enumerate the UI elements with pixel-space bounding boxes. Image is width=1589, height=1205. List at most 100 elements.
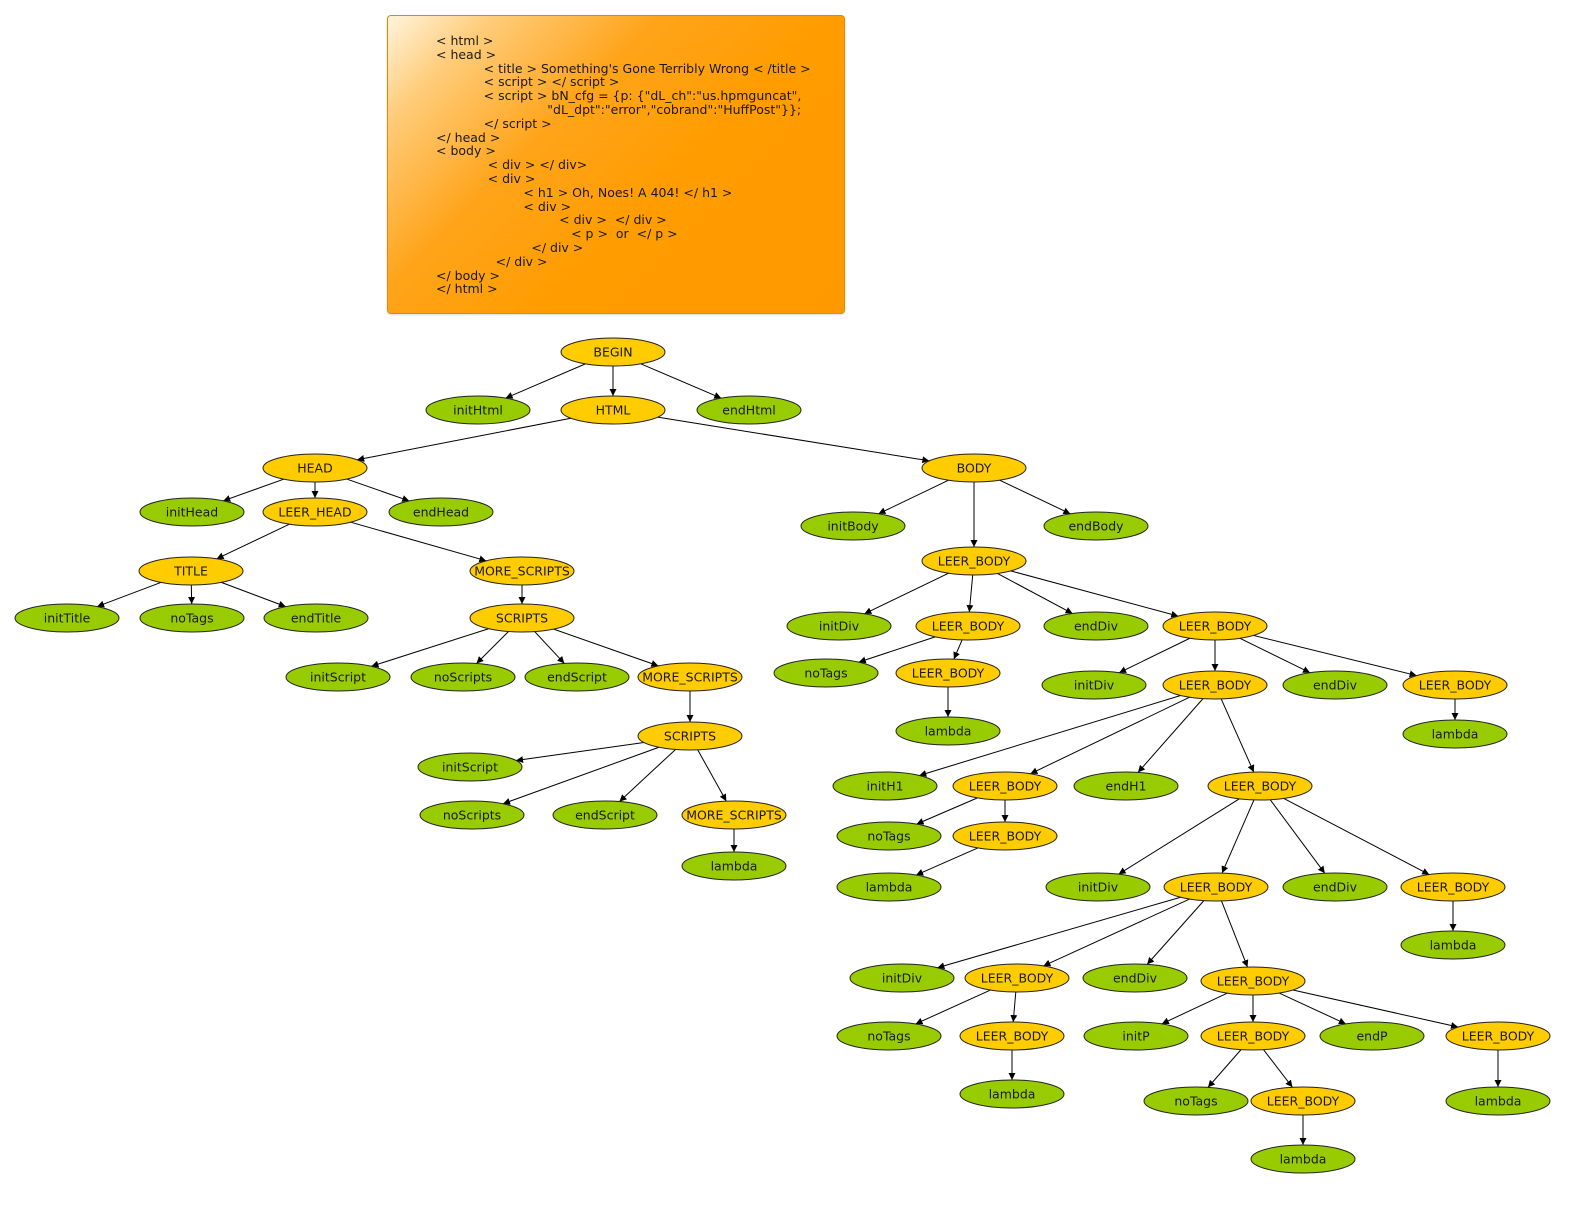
node-label: LEER_BODY	[1217, 974, 1290, 989]
edge-lb12-to-noTags12	[1207, 1049, 1242, 1088]
node-endH1: endH1	[1073, 771, 1179, 801]
terminal-node-shape	[1041, 670, 1147, 700]
edge-scripts2-to-endScript2	[619, 749, 676, 802]
terminal-node-shape	[1045, 872, 1151, 902]
node-initHead: initHead	[139, 497, 245, 527]
edge-lb7-to-initDiv7	[1118, 798, 1240, 875]
node-label: LEER_BODY	[969, 829, 1042, 844]
edge-head-to-endHead	[346, 478, 410, 502]
node-label: noTags	[867, 829, 910, 844]
edge-begin-to-initHtml	[505, 363, 586, 399]
nonterminal-node-shape	[1163, 872, 1269, 902]
note-line: < head >	[436, 46, 497, 62]
node-lb3: LEER_BODY	[1162, 611, 1268, 641]
node-begin: BEGIN	[560, 337, 666, 367]
node-label: LEER_BODY	[1179, 678, 1252, 693]
node-initScript1: initScript	[285, 662, 391, 692]
edge-html-to-body	[657, 416, 930, 464]
nonterminal-node-shape	[964, 963, 1070, 993]
nonterminal-node-shape	[637, 662, 743, 692]
terminal-node-shape	[417, 752, 523, 782]
edge-lb11-to-initP	[1161, 992, 1228, 1025]
edge-html-to-head	[357, 417, 571, 462]
terminal-node-shape	[1319, 1021, 1425, 1051]
node-noTags2: noTags	[773, 658, 879, 688]
node-scripts2: SCRIPTS	[637, 721, 743, 751]
edge-lb11-to-endP	[1278, 992, 1347, 1025]
node-lambda6: lambda	[836, 872, 942, 902]
note-line: < div >	[487, 170, 536, 186]
note-line: < p > or </ p >	[571, 226, 678, 242]
terminal-node-shape	[849, 963, 955, 993]
node-endScript2: endScript	[552, 800, 658, 830]
node-label: LEER_HEAD	[278, 505, 351, 520]
edge-lb1-to-lb3	[1010, 570, 1179, 618]
edge-scripts1-to-noScripts1	[476, 631, 509, 664]
node-label: MORE_SCRIPTS	[474, 564, 570, 579]
node-label: lambda	[711, 859, 758, 874]
node-label: SCRIPTS	[496, 611, 548, 626]
node-label: lambda	[1475, 1094, 1522, 1109]
node-leerHead: LEER_HEAD	[262, 497, 368, 527]
nonterminal-node-shape	[915, 611, 1021, 641]
node-label: endScript	[575, 808, 635, 823]
node-label: initDiv	[819, 619, 860, 634]
note-line: < div > </ div >	[559, 212, 667, 228]
node-noScripts2: noScripts	[419, 800, 525, 830]
node-label: LEER_BODY	[1179, 619, 1252, 634]
terminal-node-shape	[552, 800, 658, 830]
node-initBody: initBody	[800, 511, 906, 541]
edge-scripts2-to-initScript2	[516, 741, 644, 763]
edge-title-to-endTitle	[221, 581, 286, 608]
edge-leerHead-to-ms1	[350, 521, 487, 563]
terminal-node-shape	[1083, 1021, 1189, 1051]
terminal-node-shape	[836, 1021, 942, 1051]
node-noTags10: noTags	[836, 1021, 942, 1051]
terminal-node-shape	[1445, 1086, 1551, 1116]
node-label: endP	[1356, 1029, 1388, 1044]
terminal-node-shape	[410, 662, 516, 692]
node-endBody: endBody	[1043, 511, 1149, 541]
note-line: < script > bN_cfg = {p: {"dL_ch":"us.hpm…	[483, 88, 802, 104]
node-label: initBody	[827, 519, 879, 534]
terminal-node-shape	[773, 658, 879, 688]
edge-lb12-to-lb12b	[1263, 1049, 1293, 1088]
edge-lb10-to-lb10b	[1010, 991, 1018, 1023]
node-label: endDiv	[1074, 619, 1119, 634]
note-line: < body >	[436, 143, 496, 159]
nonterminal-node-shape	[138, 556, 244, 586]
nonterminal-node-shape	[1200, 1021, 1306, 1051]
node-label: lambda	[925, 724, 972, 739]
node-label: initTitle	[44, 611, 91, 626]
nonterminal-node-shape	[637, 721, 743, 751]
node-label: noTags	[1174, 1094, 1217, 1109]
nonterminal-node-shape	[959, 1021, 1065, 1051]
terminal-node-shape	[836, 872, 942, 902]
edge-body-to-endBody	[999, 479, 1071, 515]
node-lb8: LEER_BODY	[1163, 872, 1269, 902]
edge-scripts1-to-ms2	[553, 628, 659, 667]
node-label: initHtml	[453, 403, 503, 418]
node-endDiv1: endDiv	[1043, 611, 1149, 641]
note-line: </ head >	[436, 129, 501, 145]
node-label: LEER_BODY	[1224, 779, 1297, 794]
node-lb13: LEER_BODY	[1445, 1021, 1551, 1051]
node-endTitle: endTitle	[263, 603, 369, 633]
edge-lb8-to-lb11	[1221, 900, 1249, 968]
node-initDiv7: initDiv	[1045, 872, 1151, 902]
node-ms1: MORE_SCRIPTS	[469, 556, 575, 586]
node-label: initScript	[442, 760, 498, 775]
node-initTitle: initTitle	[14, 603, 120, 633]
node-lb2: LEER_BODY	[915, 611, 1021, 641]
node-initH1: initH1	[832, 771, 938, 801]
terminal-node-shape	[1282, 670, 1388, 700]
node-initP: initP	[1083, 1021, 1189, 1051]
node-label: lambda	[1280, 1152, 1327, 1167]
node-label: LEER_BODY	[1180, 880, 1253, 895]
note-line: </ body >	[436, 267, 501, 283]
node-label: noTags	[867, 1029, 910, 1044]
node-noTags12: noTags	[1143, 1086, 1249, 1116]
node-label: SCRIPTS	[664, 729, 716, 744]
node-label: LEER_BODY	[976, 1029, 1049, 1044]
